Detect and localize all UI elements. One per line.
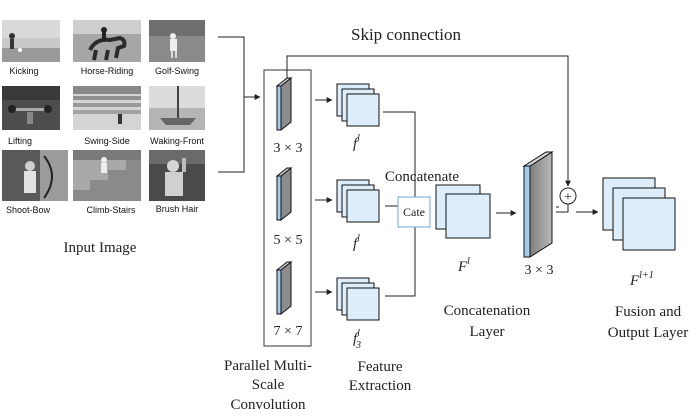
parallel-conv-caption-line1: Parallel Multi- [224, 358, 312, 374]
concatenated-feature-map [435, 184, 491, 239]
feature-map-stack-3 [336, 277, 380, 321]
thumbnail-label: Golf-Swing [155, 66, 199, 76]
conv-block-5x5 [275, 166, 293, 222]
parallel-conv-caption-line3: Convolution [230, 397, 306, 413]
thumbnail-label: Kicking [9, 66, 38, 76]
input-image-grid: Kicking Horse-Riding Golf-Swing [2, 20, 205, 215]
skip-connection-line [286, 55, 571, 187]
thumbnail-label: Climb-Stairs [86, 205, 136, 215]
kernel-size-3x3: 3 × 3 [274, 141, 303, 156]
thumbnail-label: Lifting [8, 136, 32, 146]
fusion-kernel-size: 3 × 3 [525, 263, 554, 278]
thumbnail-label: Shoot-Bow [6, 205, 51, 215]
thumbnail-label: Horse-Riding [81, 66, 134, 76]
output-caption-line2: Output Layer [608, 325, 688, 341]
thumbnail-lifting: Lifting [2, 86, 60, 146]
thumbnail-shoot-bow: Shoot-Bow [2, 150, 68, 215]
output-feature-map-stack [602, 177, 676, 251]
fusion-conv-block [522, 151, 554, 258]
thumbnail-horse-riding: Horse-Riding [73, 20, 141, 76]
thumbnail-walking-front: Waking-Front [149, 86, 205, 146]
output-label: Fl+1 [629, 270, 654, 289]
feature-extraction-caption-line1: Feature [358, 359, 403, 375]
thumbnail-climb-stairs: Climb-Stairs [73, 150, 141, 215]
parallel-conv-caption-line2: Scale [252, 377, 285, 393]
thumbnail-label: Swing-Side [84, 136, 130, 146]
add-op-symbol: + [564, 190, 572, 205]
kernel-size-5x5: 5 × 5 [274, 233, 303, 248]
thumbnail-label: Brush Hair [156, 204, 199, 214]
input-image-caption: Input Image [64, 240, 137, 256]
thumbnail-swing-side: Swing-Side [73, 86, 141, 146]
feature-map-stack-2 [336, 179, 380, 223]
cate-box [397, 196, 431, 228]
conv-block-7x7 [275, 260, 293, 316]
thumbnail-golf-swing: Golf-Swing [149, 20, 205, 76]
feature-extraction-caption-line2: Extraction [349, 378, 412, 394]
thumbnail-kicking: Kicking [2, 20, 60, 76]
conv-to-add-connector [556, 204, 569, 213]
skip-connection-label: Skip connection [351, 25, 462, 44]
feature-label-1: fl [353, 133, 360, 152]
thumbnail-label: Waking-Front [150, 136, 204, 146]
concat-layer-caption-line1: Concatenation [444, 303, 531, 319]
thumbnail-brush-hair: Brush Hair [149, 150, 205, 214]
concat-output-label: Fl [457, 256, 470, 275]
output-caption-line1: Fusion and [615, 304, 682, 320]
concat-layer-caption-line2: Layer [470, 324, 505, 340]
kernel-size-7x7: 7 × 7 [274, 324, 303, 339]
concatenate-label: Concatenate [385, 169, 459, 185]
feature-label-2: fl [353, 233, 360, 252]
conv-block-3x3 [275, 76, 293, 132]
feature-map-stack-1 [336, 83, 380, 127]
cate-box-label: Cate [403, 205, 425, 219]
input-bracket [218, 36, 245, 173]
